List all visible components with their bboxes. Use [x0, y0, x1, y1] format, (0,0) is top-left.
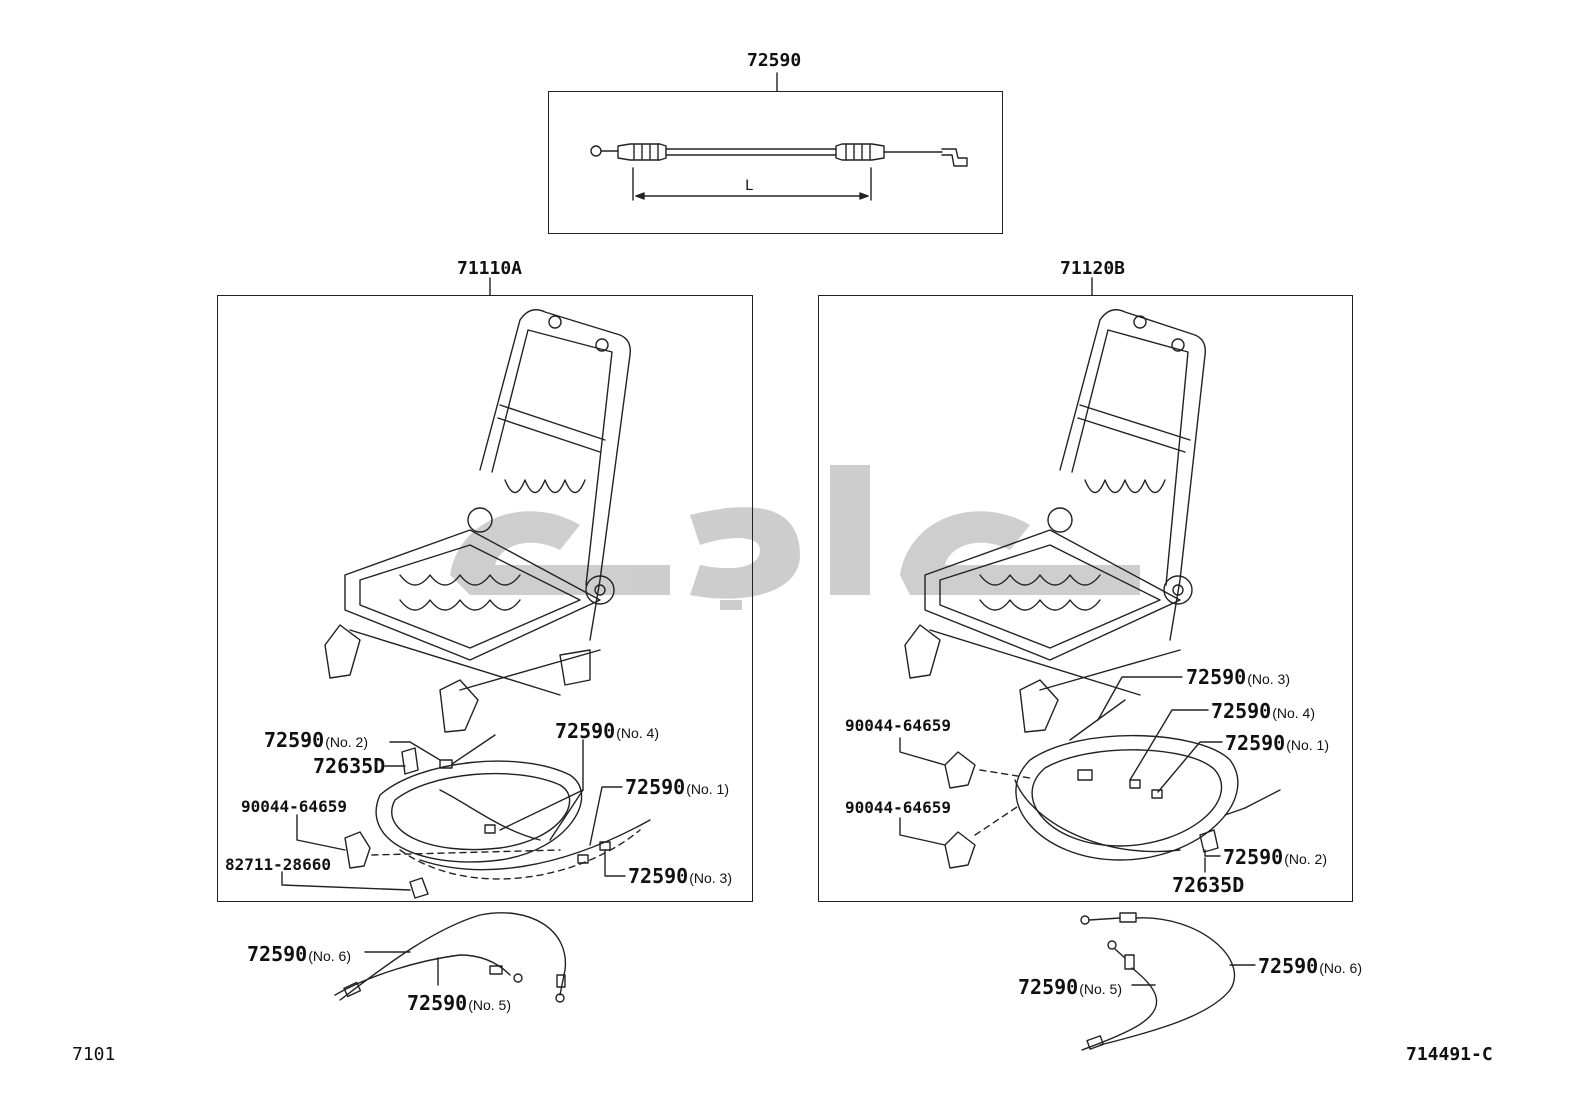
- left-loose-cables: [334, 912, 567, 1003]
- callout-right-72590-no4: 72590(No. 4): [1211, 699, 1316, 723]
- callout-right-72590-no3: 72590(No. 3): [1186, 665, 1291, 689]
- right-assembly-box: [818, 295, 1353, 902]
- cable-detail-dimension-label: L: [745, 178, 754, 194]
- callout-right-90044-64659-upper: 90044-64659: [845, 716, 951, 735]
- callout-right-72590-no1: 72590(No. 1): [1225, 731, 1330, 755]
- callout-left-72590-no5: 72590(No. 5): [407, 991, 512, 1015]
- cable-detail-box: [548, 91, 1003, 234]
- cable-detail-drawing: [590, 143, 968, 201]
- callout-right-72590-no6: 72590(No. 6): [1258, 954, 1363, 978]
- callout-left-72590-no6: 72590(No. 6): [247, 942, 352, 966]
- left-assembly-title: 71110A: [457, 258, 523, 279]
- drawing-number: 714491-C: [1406, 1044, 1493, 1065]
- callout-left-90044-64659: 90044-64659: [241, 797, 347, 816]
- callout-left-72635d: 72635D: [313, 754, 386, 778]
- callout-left-82711-28660: 82711-28660: [225, 855, 331, 874]
- left-seat-frame: [324, 309, 631, 733]
- callout-right-72590-no2: 72590(No. 2): [1223, 845, 1328, 869]
- page-number: 7101: [72, 1044, 116, 1065]
- cable-detail-part-label: 72590: [747, 50, 802, 71]
- callout-left-72590-no2: 72590(No. 2): [264, 728, 369, 752]
- left-cable-bundle: [344, 734, 651, 899]
- callout-right-90044-64659-lower: 90044-64659: [845, 798, 951, 817]
- right-assembly-title: 71120B: [1060, 258, 1126, 279]
- callout-right-72635d: 72635D: [1172, 873, 1245, 897]
- right-seat-frame: [904, 309, 1206, 733]
- callout-left-72590-no4: 72590(No. 4): [555, 719, 660, 743]
- left-assembly-box: [217, 295, 753, 902]
- callout-left-72590-no1: 72590(No. 1): [625, 775, 730, 799]
- right-cable-bundle: [944, 699, 1281, 869]
- right-loose-cables: [1080, 912, 1256, 1051]
- callout-right-72590-no5: 72590(No. 5): [1018, 975, 1123, 999]
- callout-left-72590-no3: 72590(No. 3): [628, 864, 733, 888]
